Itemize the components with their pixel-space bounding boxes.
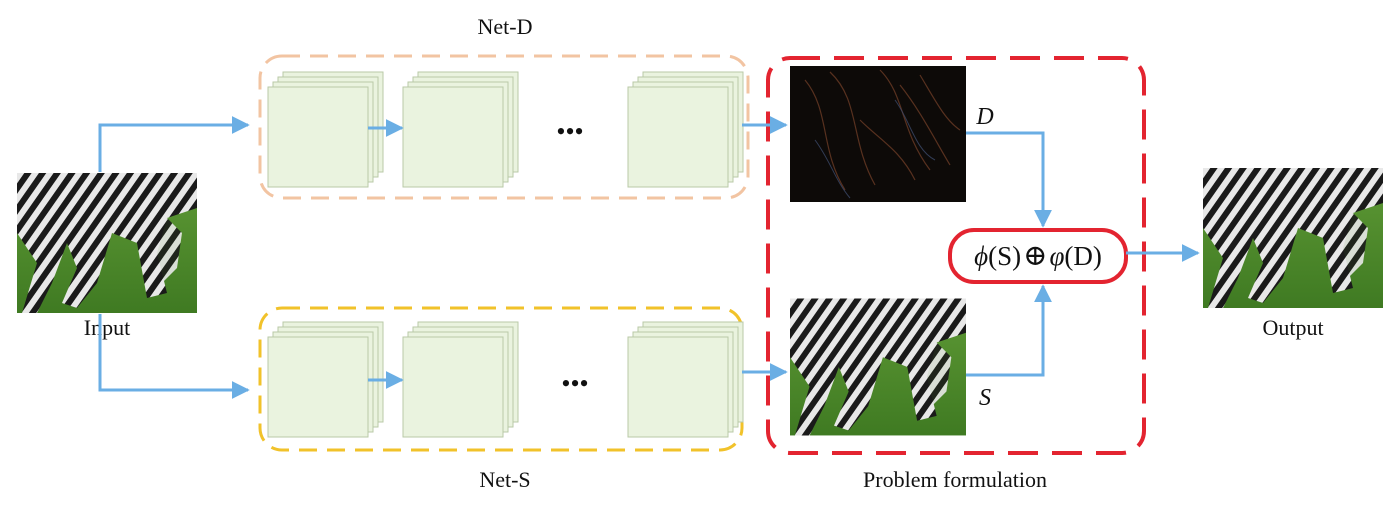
s-variable-label: S — [979, 385, 991, 411]
formula-text: ϕ(S)⊕φ(D) — [974, 240, 1102, 272]
net-d-feature-stack-3 — [627, 71, 744, 188]
input-arrows — [98, 116, 250, 399]
problem-formulation-box — [766, 56, 1146, 455]
formula-box — [948, 228, 1128, 284]
output-label: Output — [1262, 315, 1323, 340]
output-image — [1203, 168, 1383, 308]
net-s-feature-stack-2 — [402, 321, 519, 438]
net-s-feature-stack-1 — [267, 321, 384, 438]
problem-formulation-label: Problem formulation — [863, 467, 1047, 492]
net-d-feature-stack-2 — [402, 71, 519, 188]
input-label: Input — [84, 315, 130, 340]
net-s-feature-stack-3 — [627, 321, 744, 438]
net-d-label: Net-D — [478, 14, 533, 39]
net-s-ellipsis: ••• — [561, 369, 588, 398]
input-image — [17, 173, 197, 313]
net-s-label: Net-S — [479, 467, 530, 492]
net-d-feature-stack-1 — [267, 71, 384, 188]
d-variable-label: D — [975, 104, 993, 130]
detail-image-d — [790, 66, 966, 202]
structure-image-s — [790, 298, 966, 436]
arrows-to-formula — [966, 131, 1052, 377]
net-d-ellipsis: ••• — [556, 117, 583, 146]
